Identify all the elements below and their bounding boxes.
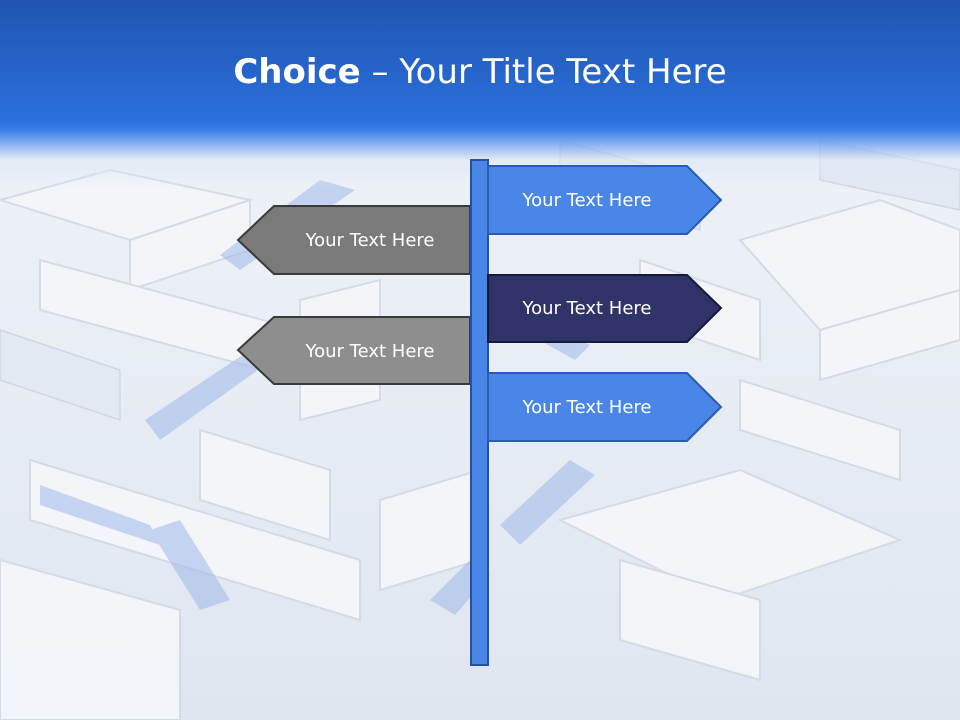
sign-left-top: Your Text Here <box>236 205 471 275</box>
sign-left-bottom-text: Your Text Here <box>305 341 435 362</box>
title-rest: – Your Title Text Here <box>360 52 727 92</box>
sign-right-bottom-text: Your Text Here <box>522 397 652 418</box>
sign-right-middle-text: Your Text Here <box>522 298 652 319</box>
slide-title: Choice – Your Title Text Here <box>0 52 960 92</box>
sign-left-bottom: Your Text Here <box>236 316 471 385</box>
sign-right-top-text: Your Text Here <box>522 190 652 211</box>
sign-right-bottom: Your Text Here <box>487 372 723 442</box>
signpost-pole <box>470 159 489 666</box>
sign-right-top: Your Text Here <box>487 165 723 235</box>
sign-left-top-text: Your Text Here <box>305 230 435 251</box>
title-bold: Choice <box>233 52 361 92</box>
header-band <box>0 0 960 190</box>
sign-right-middle: Your Text Here <box>487 274 723 343</box>
